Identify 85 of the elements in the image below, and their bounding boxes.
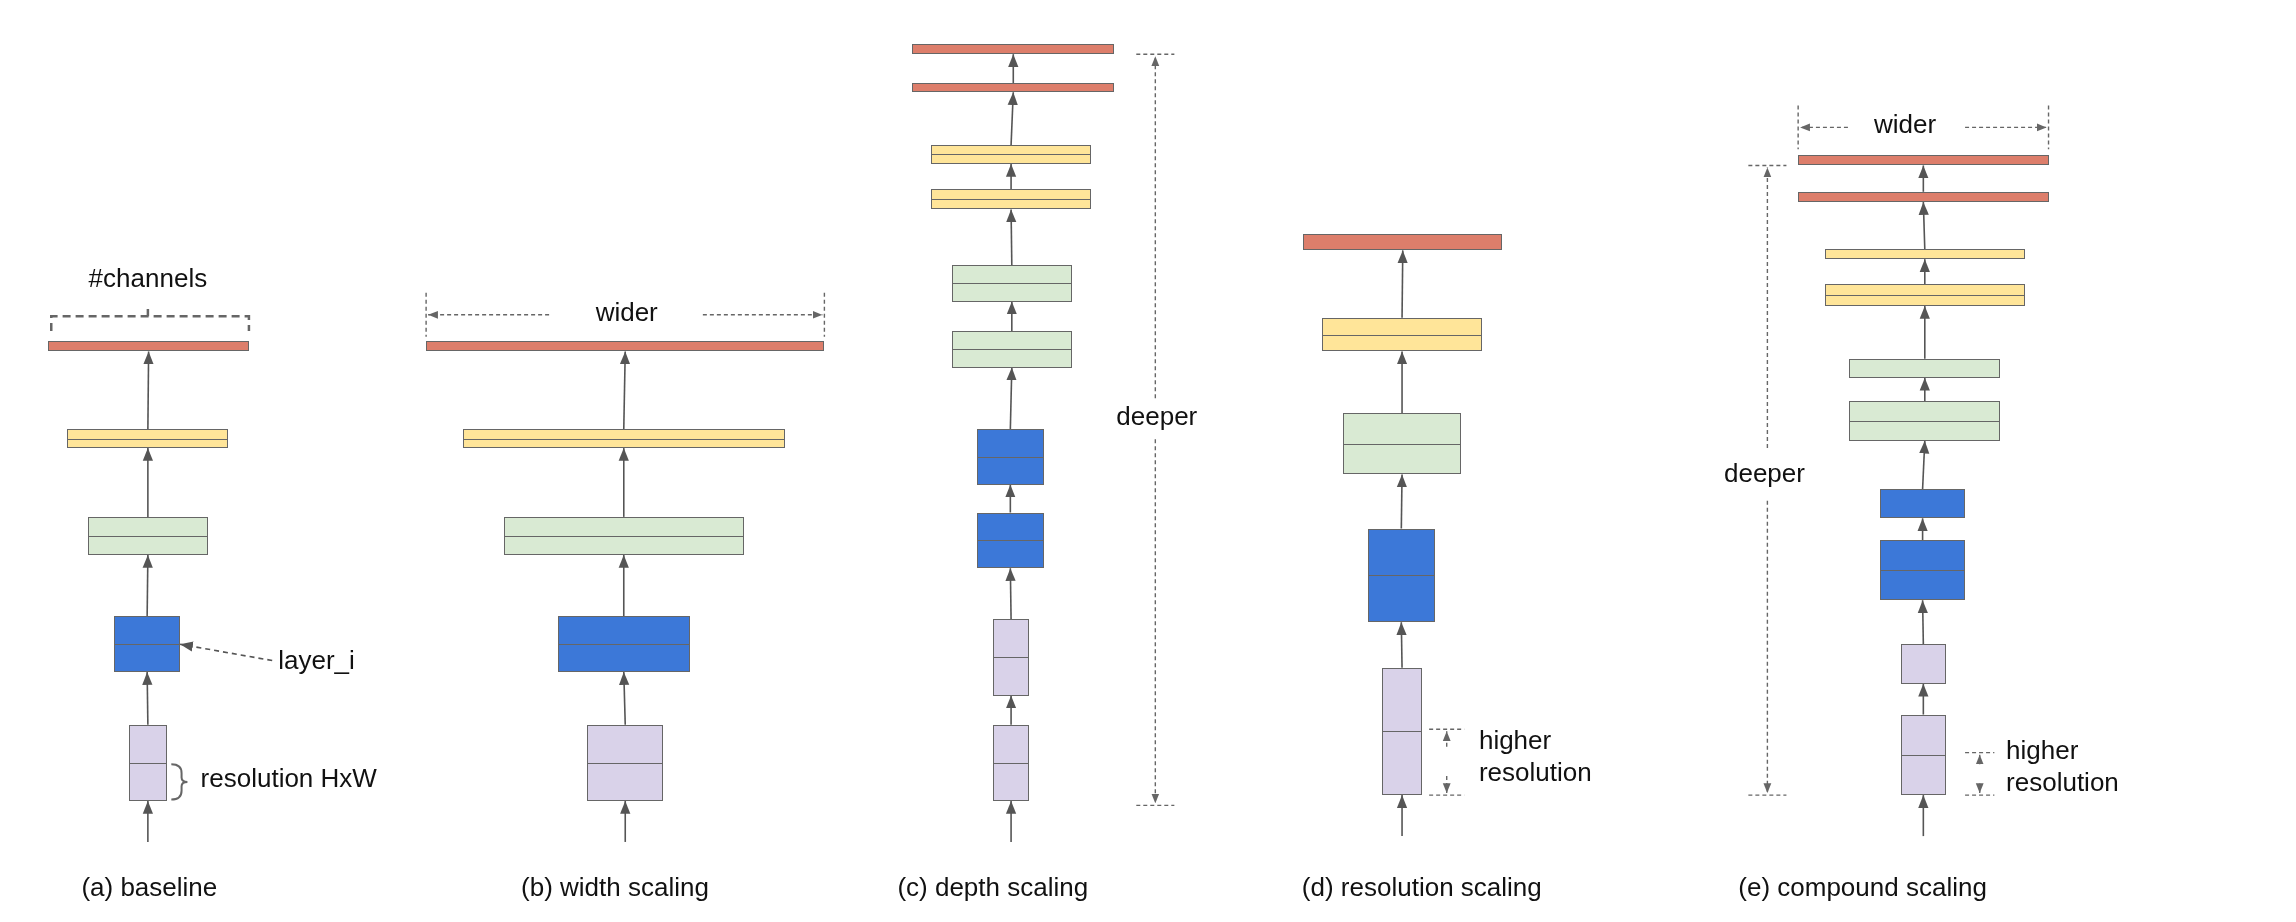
layer-block — [1798, 191, 2049, 203]
layer-block — [1900, 714, 1947, 796]
layer-block — [48, 341, 249, 352]
arrow — [1917, 517, 1928, 542]
arrow — [1396, 350, 1408, 414]
layer-block — [1880, 540, 1966, 601]
layer-block — [1849, 358, 2001, 378]
arrow — [619, 671, 630, 726]
arrow — [1396, 794, 1408, 837]
layer-block — [1798, 155, 2049, 166]
arrow — [1918, 794, 1929, 837]
layer-block — [503, 516, 744, 555]
layer-block — [1382, 667, 1422, 796]
annotation-label: #channels — [88, 261, 208, 295]
arrow — [1917, 599, 1928, 646]
layer-block — [992, 724, 1030, 801]
arrow — [618, 554, 629, 618]
layer-block — [114, 616, 181, 673]
layer-block — [1303, 234, 1503, 251]
caption: (a) baseline — [81, 871, 218, 904]
arrow — [1919, 305, 1930, 360]
layer-block — [912, 43, 1115, 55]
arrow — [1005, 163, 1017, 190]
caption: (c) depth scaling — [897, 871, 1089, 904]
annotation-label: resolution HxW — [200, 761, 377, 794]
caption: (e) compound scaling — [1738, 871, 1987, 904]
arrow — [1005, 567, 1016, 621]
leader-line — [179, 641, 273, 662]
caption: (d) resolution scaling — [1301, 871, 1542, 904]
arrow — [619, 350, 631, 430]
arrow — [1006, 300, 1017, 332]
layer-block — [1824, 248, 2026, 260]
layer-block — [128, 724, 167, 801]
arrow — [1006, 366, 1017, 430]
layer-block — [67, 429, 229, 449]
arrow — [1919, 439, 1930, 490]
layer-block — [1367, 528, 1435, 623]
layer-block — [1900, 644, 1947, 684]
arrow — [1396, 473, 1407, 530]
layer-block — [587, 724, 664, 801]
annotation-label: wider — [1873, 108, 1937, 141]
arrow — [618, 447, 629, 518]
arrow — [142, 800, 153, 843]
layer-block — [87, 516, 208, 555]
layer-block — [931, 144, 1091, 164]
arrow — [1005, 694, 1017, 726]
layer-block — [426, 341, 825, 352]
arrow — [1918, 201, 1929, 250]
arrow — [1919, 258, 1930, 285]
annotation-label: higher resolution — [2006, 733, 2120, 799]
caption: (b) width scaling — [521, 871, 709, 904]
layer-block — [976, 429, 1044, 485]
arrow — [1919, 376, 1930, 402]
arrow — [1007, 91, 1018, 146]
arrow — [1397, 249, 1408, 319]
layer-label: layer_i — [278, 644, 355, 677]
layer-block — [1849, 401, 2001, 441]
annotation-label: deeper — [1116, 399, 1198, 433]
arrow — [142, 447, 153, 518]
arrow — [143, 350, 154, 430]
layer-block — [462, 429, 785, 449]
layer-block — [976, 512, 1044, 569]
layer-block — [1880, 489, 1966, 519]
arrow — [1918, 164, 1929, 193]
arrow — [142, 554, 153, 618]
arrow — [620, 800, 631, 843]
arrow — [1006, 208, 1017, 266]
layer-block — [951, 265, 1072, 302]
annotation-label: higher resolution — [1478, 723, 1593, 789]
arrow — [142, 671, 153, 726]
layer-block — [931, 188, 1091, 210]
layer-block — [1342, 412, 1462, 475]
layer-block — [951, 330, 1072, 368]
arrow — [1396, 621, 1407, 669]
layer-block — [912, 83, 1115, 93]
arrow — [1005, 483, 1016, 514]
arrow — [1918, 683, 1929, 716]
layer-block — [1322, 317, 1482, 352]
arrow — [1008, 53, 1019, 85]
layer-block — [557, 616, 690, 673]
annotation-label: deeper — [1723, 456, 1805, 490]
layer-block — [992, 619, 1030, 696]
annotation-label: wider — [595, 295, 658, 329]
arrow — [1005, 800, 1017, 843]
layer-block — [1824, 284, 2026, 306]
